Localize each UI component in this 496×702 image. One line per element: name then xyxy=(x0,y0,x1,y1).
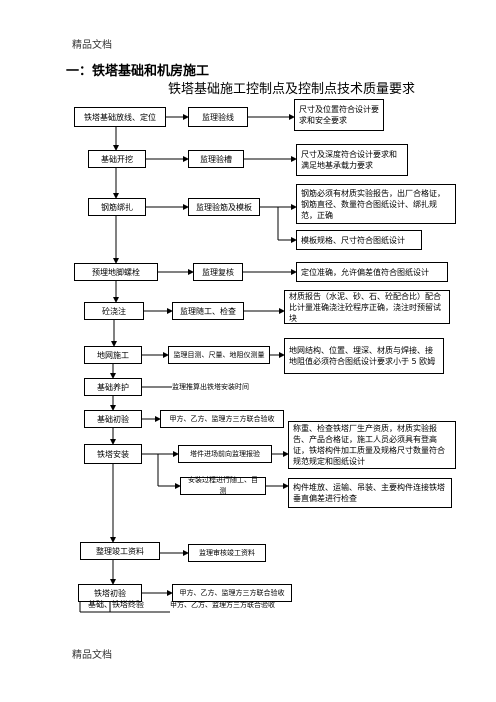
req-rebar-materials: 钢筋必须有材质实验报告，出厂合格证，钢筋直径、数量符合图纸设计、绑扎规范，正确 xyxy=(296,184,456,224)
control-review: 监理复核 xyxy=(193,263,243,281)
control-follow-check: 监理随工、检查 xyxy=(172,302,244,320)
step-completion-documents: 整理竣工资料 xyxy=(80,542,160,560)
step-layout-positioning: 铁塔基础放线、定位 xyxy=(74,107,166,127)
req-installation-check: 构件堆放、运输、吊装、主要构件连接铁塔垂直偏差进行检查 xyxy=(288,478,452,508)
req-concrete-materials: 材质报告（水泥、砂、石、砼配合比）配合比计量准确浇注砼程序正确，浇注时预留试块 xyxy=(284,290,450,324)
req-excavation-depth: 尺寸及深度符合设计要求和满足地基承载力要求 xyxy=(296,144,408,176)
section-title: 一：铁塔基础和机房施工 xyxy=(66,64,210,79)
req-positioning-accuracy: 定位准确，允许偏差值符合图纸设计 xyxy=(296,262,448,282)
control-line-check: 监理验线 xyxy=(188,107,248,127)
page-header: 精品文档 xyxy=(72,40,112,51)
req-line-size-position: 尺寸及位置符合设计要求和安全要求 xyxy=(294,99,384,131)
diagram-title: 铁塔基础施工控制点及控制点技术质量要求 xyxy=(168,82,416,97)
step-curing: 基础养护 xyxy=(84,378,142,396)
step-concrete-pouring: 砼浇注 xyxy=(84,302,144,320)
req-grounding-structure: 地网结构、位置、埋深、材质与焊接、接地阻值必须符合图纸设计要求小于 5 欧姆 xyxy=(284,338,444,374)
control-document-review: 监理审核竣工资料 xyxy=(188,544,266,562)
step-excavation: 基础开挖 xyxy=(88,150,146,168)
step-anchor-bolts: 预埋地脚螺栓 xyxy=(74,263,158,281)
control-foundation-joint-acceptance: 甲方、乙方、监理方三方联合验收 xyxy=(160,410,284,428)
req-tower-materials: 称重、检查铁塔厂生产资质，材质实验报告、产品合格证，施工人员必须具有登高证，铁塔… xyxy=(288,421,456,469)
control-ground-measure: 监理目测、尺量、地阻仪测量 xyxy=(168,346,270,364)
step-tower-installation: 铁塔安装 xyxy=(84,444,142,464)
req-formwork-size: 模板规格、尺寸符合图纸设计 xyxy=(296,230,422,250)
control-material-entry-report: 塔件进场前向监理报验 xyxy=(178,445,272,463)
control-install-process: 安装过程进行随工、目测 xyxy=(180,476,266,495)
step-foundation-initial-inspection: 基础初验 xyxy=(84,410,142,428)
page-footer: 精品文档 xyxy=(72,650,112,661)
control-final-joint-acceptance: 甲方、乙方、监理方三方联合验收 xyxy=(170,601,275,609)
control-install-time: 监理推算出铁塔安装时间 xyxy=(172,383,249,391)
step-tower-initial-inspection: 铁塔初验 xyxy=(78,584,142,602)
step-rebar-binding: 钢筋绑扎 xyxy=(88,198,146,216)
control-tower-joint-acceptance: 甲方、乙方、监理方三方联合验收 xyxy=(172,584,292,602)
control-rebar-formwork-check: 监理验筋及模板 xyxy=(188,198,260,216)
step-grounding-grid: 地网施工 xyxy=(84,346,142,364)
control-trench-check: 监理验槽 xyxy=(188,150,244,168)
step-final-acceptance: 基础、铁塔终验 xyxy=(88,600,144,609)
